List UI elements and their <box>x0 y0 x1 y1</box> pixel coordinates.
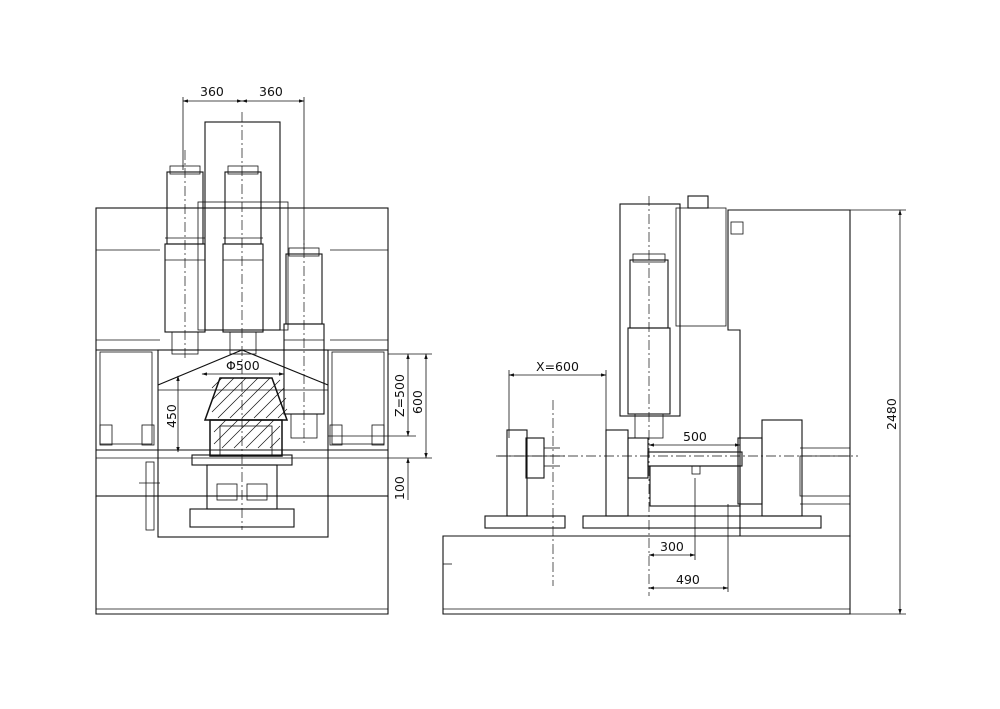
side-base <box>442 535 851 615</box>
side-rear-cabinet <box>727 209 851 537</box>
side-view <box>442 195 858 615</box>
dim-height-450: 450 <box>164 404 179 428</box>
dim-overall-height: 2480 <box>884 398 899 430</box>
front-dimensions: 360 360 Φ500 450 Z=500 600 100 <box>164 84 432 500</box>
side-column <box>619 203 681 417</box>
dim-z-travel: Z=500 <box>392 374 407 417</box>
front-view <box>95 112 389 615</box>
dim-spacing-right: 360 <box>259 84 283 99</box>
lever <box>145 461 155 531</box>
workpiece <box>203 377 289 457</box>
side-dimensions: X=600 500 300 490 2480 <box>508 209 906 615</box>
side-table <box>582 419 851 529</box>
dim-height-600: 600 <box>410 390 425 414</box>
dim-offset-300: 300 <box>660 539 684 554</box>
front-base <box>95 496 389 615</box>
dim-table-500: 500 <box>683 429 707 444</box>
dim-height-100: 100 <box>392 476 407 500</box>
spindle-center <box>222 165 264 355</box>
front-column <box>204 121 281 331</box>
dim-offset-490: 490 <box>676 572 700 587</box>
dim-diameter: Φ500 <box>226 358 260 373</box>
dim-x-travel: X=600 <box>536 359 579 374</box>
dim-spacing-left: 360 <box>200 84 224 99</box>
